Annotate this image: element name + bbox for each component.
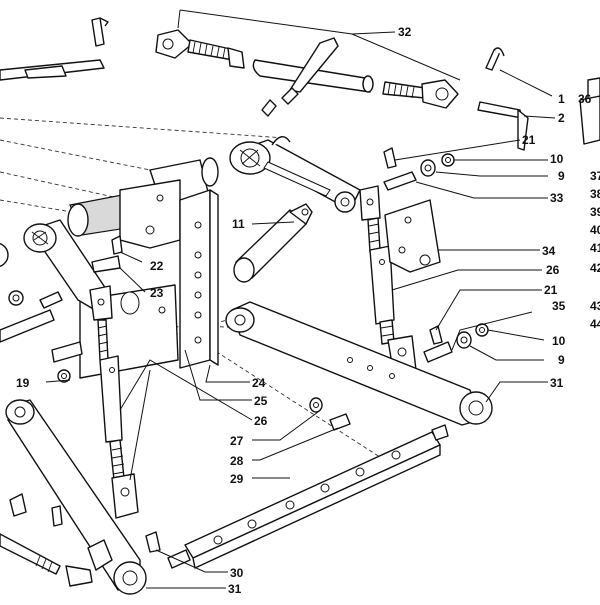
callout-9-lower: 9 xyxy=(558,353,565,367)
callout-24: 24 xyxy=(252,376,266,390)
callout-32: 32 xyxy=(398,25,412,39)
callout-39: 39 xyxy=(590,205,600,219)
right-lower-link xyxy=(225,301,493,426)
callout-28: 28 xyxy=(230,454,244,468)
callout-35: 35 xyxy=(552,299,566,313)
callout-44: 44 xyxy=(590,317,600,331)
left-lower-link xyxy=(5,399,147,595)
callout-33: 33 xyxy=(550,191,564,205)
callout-9: 9 xyxy=(558,169,565,183)
leader-lines xyxy=(45,139,548,589)
right-lift-arm xyxy=(229,136,361,213)
callout-36: 36 xyxy=(578,92,592,106)
callout-10-lower: 10 xyxy=(552,334,566,348)
linch-pin-set xyxy=(477,47,556,151)
top-link-assembly xyxy=(155,9,461,117)
callout-11: 11 xyxy=(232,217,245,231)
callout-10: 10 xyxy=(550,152,564,166)
callout-21: 21 xyxy=(522,133,536,147)
callout-37: 37 xyxy=(590,169,600,183)
callout-22: 22 xyxy=(150,259,164,273)
drawbar xyxy=(167,424,449,569)
right-bracket xyxy=(384,199,441,273)
callout-31-lower: 31 xyxy=(228,582,242,596)
callout-27: 27 xyxy=(230,434,244,448)
callout-23: 23 xyxy=(150,286,164,300)
callout-38: 38 xyxy=(590,187,600,201)
callout-26: 26 xyxy=(546,263,560,277)
callout-21-lower: 21 xyxy=(544,283,558,297)
callout-labels: 1 2 9 9 10 10 11 19 21 21 22 23 24 25 26… xyxy=(16,25,600,596)
callout-34: 34 xyxy=(542,244,556,258)
callout-29: 29 xyxy=(230,472,244,486)
callout-43: 43 xyxy=(590,299,600,313)
callout-25: 25 xyxy=(254,394,268,408)
top-left-pins xyxy=(0,17,109,81)
callout-41: 41 xyxy=(590,241,600,255)
callout-42: 42 xyxy=(590,261,600,275)
small-hardware xyxy=(0,77,600,587)
callout-31: 31 xyxy=(550,376,564,390)
callout-1: 1 xyxy=(558,92,565,106)
lift-cylinder xyxy=(233,203,313,283)
callout-30: 30 xyxy=(230,566,244,580)
callout-2: 2 xyxy=(558,111,565,125)
left-lift-rod xyxy=(89,285,139,519)
callout-26-lower: 26 xyxy=(254,414,268,428)
callout-19: 19 xyxy=(16,376,30,390)
callout-40: 40 xyxy=(590,223,600,237)
